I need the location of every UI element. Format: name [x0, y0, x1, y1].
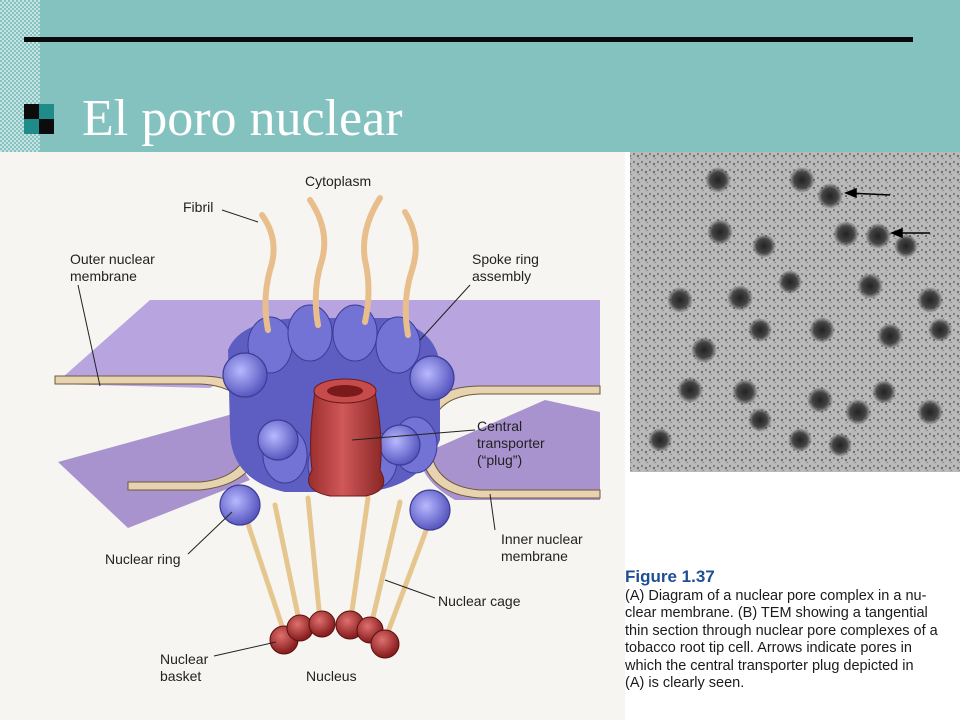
label-outer-membrane-1: Outer nuclear [70, 251, 155, 267]
label-spoke-ring-2: assembly [472, 268, 531, 284]
label-nuclear-basket-2: basket [160, 668, 201, 684]
nuclear-basket-balls [269, 610, 400, 659]
label-fibril: Fibril [183, 199, 213, 215]
nuclear-ring-balls [219, 352, 455, 531]
caption-line: (A) is clearly seen. [625, 675, 745, 691]
slide-title: El poro nuclear [82, 90, 403, 147]
caption-line: tobacco root tip cell. Arrows indicate p… [625, 640, 912, 656]
label-nuclear-ring: Nuclear ring [105, 551, 180, 567]
lower-membrane-right [420, 400, 600, 500]
label-central-transporter-1: Central [477, 418, 522, 434]
label-cytoplasm: Cytoplasm [305, 173, 371, 189]
caption-line: thin section through nuclear pore comple… [625, 622, 938, 639]
label-nuclear-basket-1: Nuclear [160, 651, 209, 667]
central-plug [308, 391, 385, 497]
label-inner-membrane-1: Inner nuclear [501, 531, 583, 547]
label-outer-membrane-2: membrane [70, 268, 137, 284]
figure-caption: Figure 1.37 (A) Diagram of a nuclear por… [625, 568, 955, 693]
caption-line: which the central transporter plug depic… [625, 657, 914, 674]
label-central-transporter-3: (“plug”) [477, 452, 522, 468]
label-inner-membrane-2: membrane [501, 548, 568, 564]
title-bar: El poro nuclear [0, 0, 960, 152]
tem-micrograph [630, 152, 960, 472]
nuclear-pore-figure: Cytoplasm Fibril Outer nuclear membrane … [0, 152, 960, 720]
label-leader-lines [77, 209, 496, 657]
caption-title: Figure 1.37 [625, 567, 715, 586]
tem-arrows [843, 187, 930, 239]
tem-pore-dots [648, 167, 952, 457]
cytoplasmic-fibrils [259, 195, 419, 338]
bullet-icon [24, 104, 54, 134]
lower-membrane-left [58, 412, 252, 528]
label-central-transporter-2: transporter [477, 435, 545, 451]
label-nucleus: Nucleus [306, 668, 357, 684]
central-plug-opening [327, 385, 363, 397]
caption-line: clear membrane. (B) TEM showing a tangen… [625, 605, 928, 621]
header-rule [24, 37, 913, 42]
caption-line: (A) Diagram of a nuclear pore complex in… [625, 587, 927, 604]
label-spoke-ring-1: Spoke ring [472, 251, 539, 267]
label-nuclear-cage: Nuclear cage [438, 593, 521, 609]
